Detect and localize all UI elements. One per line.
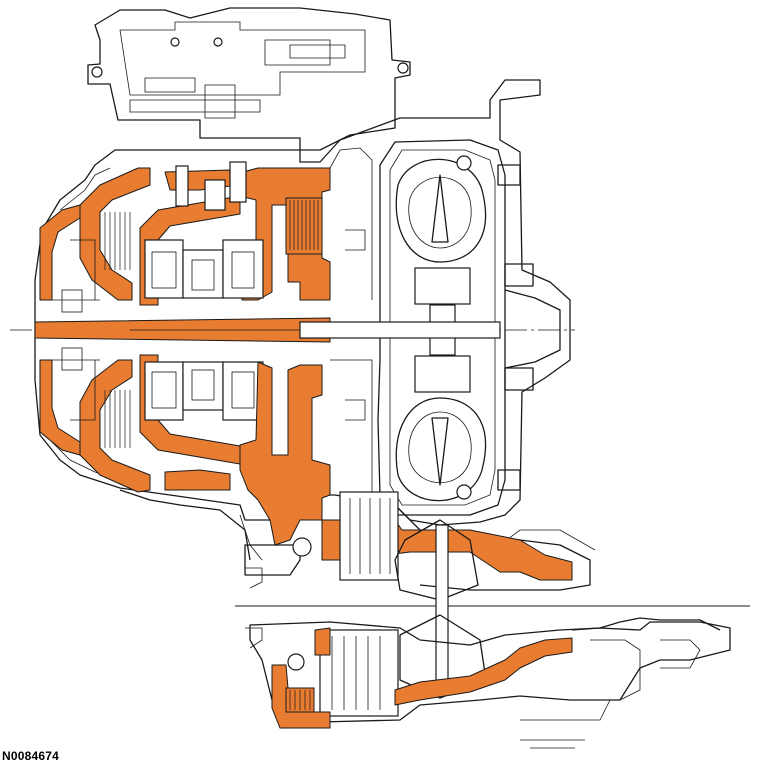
clutch-pack-upper-right [285,197,323,255]
planetary-gearsets-lower [39,354,264,493]
figure-id-label: N0084674 [2,749,59,763]
clutch-pack-lower-left [104,390,131,448]
input-shaft [34,317,501,343]
case-details [48,147,373,492]
planetary-gearsets-upper [144,161,264,299]
differential [245,519,731,749]
clutch-pack-upper-left [104,212,131,270]
